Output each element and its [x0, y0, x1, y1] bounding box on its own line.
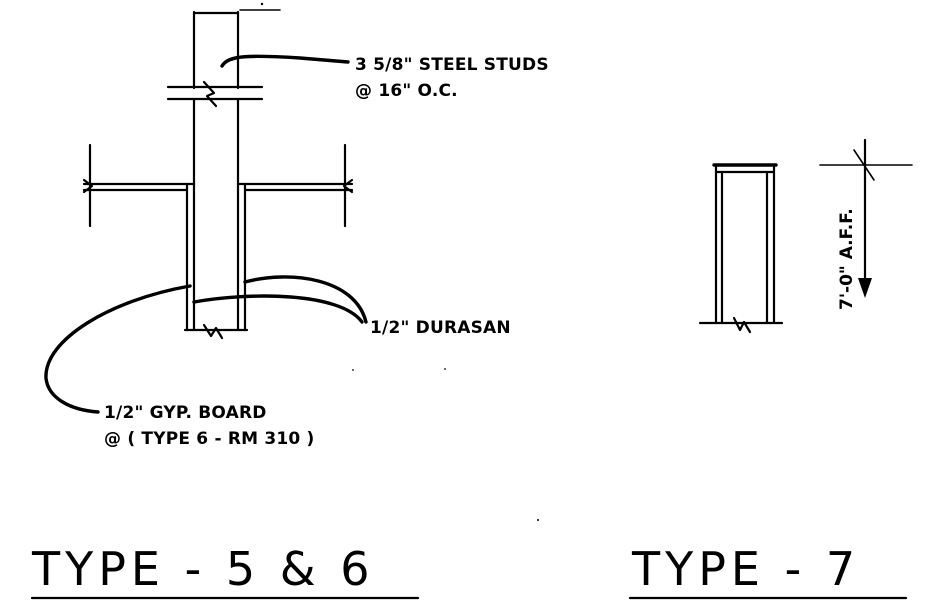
stud-column-upper [192, 9, 281, 90]
type-5-6-title: TYPE - 5 & 6 [31, 542, 375, 596]
gyp-board-label: 1/2" GYP. BOARD [104, 403, 267, 423]
type-5-6-detail: 3 5/8" STEEL STUDS @ 16" O.C. 1/2" DURAS… [44, 9, 549, 449]
steel-studs-label: 3 5/8" STEEL STUDS [355, 55, 549, 75]
type-7-title: TYPE - 7 [631, 542, 860, 596]
type-7-detail: 7'-0" A.F.F. [698, 138, 913, 334]
gyp-board-type-label: @ ( TYPE 6 - RM 310 ) [104, 429, 315, 449]
dimension-arrowhead [858, 278, 872, 298]
height-dimension: 7'-0" A.F.F. [819, 138, 913, 310]
type-7-wall-section [698, 163, 784, 334]
horizontal-wall [82, 143, 354, 228]
stud-break-symbol [166, 80, 264, 108]
stud-column-lower [192, 98, 240, 332]
leader-lines [44, 54, 368, 414]
bottom-break-symbol [183, 323, 249, 340]
titles: TYPE - 5 & 6 TYPE - 7 [30, 542, 908, 600]
steel-studs-spacing-label: @ 16" O.C. [355, 81, 458, 101]
drafting-specks [260, 2, 539, 521]
height-dimension-label: 7'-0" A.F.F. [837, 208, 857, 310]
board-layers [185, 182, 247, 332]
durasan-label: 1/2" DURASAN [370, 318, 511, 338]
